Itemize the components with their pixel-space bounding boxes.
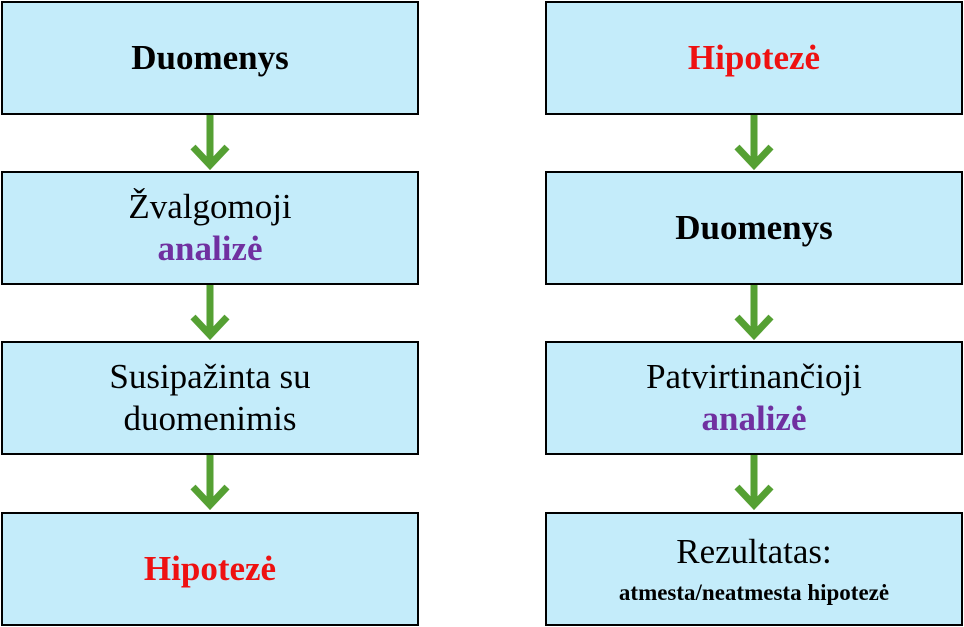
arrow-down-icon [734, 115, 774, 171]
arrow-down-icon [190, 455, 230, 511]
right-box-data-label: Duomenys [675, 208, 833, 247]
right-box-result-line2: atmesta/neatmesta hipotezė [618, 580, 890, 606]
arrow-down-icon [190, 115, 230, 171]
right-box-hypothesis: Hipotezė [545, 1, 963, 115]
left-box-hypothesis-label: Hipotezė [143, 549, 277, 588]
left-box-data: Duomenys [1, 1, 419, 115]
arrow-down-icon [190, 285, 230, 341]
right-box-confirmatory-line2: analizė [701, 399, 807, 438]
right-box-result: Rezultatas: atmesta/neatmesta hipotezė [545, 512, 963, 626]
left-box-exploratory-line1: Žvalgomoji [128, 187, 292, 226]
left-box-familiarized: Susipažinta su duomenimis [1, 341, 419, 455]
right-box-confirmatory-analysis: Patvirtinančioji analizė [545, 341, 963, 455]
arrow-down-icon [734, 285, 774, 341]
left-box-exploratory-line2: analizė [157, 229, 263, 268]
right-box-data: Duomenys [545, 171, 963, 285]
left-box-hypothesis: Hipotezė [1, 512, 419, 626]
left-box-familiarized-line2: duomenimis [123, 399, 297, 438]
right-box-result-line1: Rezultatas: [676, 532, 832, 572]
left-box-exploratory-analysis: Žvalgomoji analizė [1, 171, 419, 285]
right-box-confirmatory-line1: Patvirtinančioji [646, 357, 862, 396]
left-box-familiarized-line1: Susipažinta su [109, 357, 311, 396]
arrow-down-icon [734, 455, 774, 511]
right-box-hypothesis-label: Hipotezė [687, 38, 821, 77]
left-box-data-label: Duomenys [131, 38, 289, 77]
